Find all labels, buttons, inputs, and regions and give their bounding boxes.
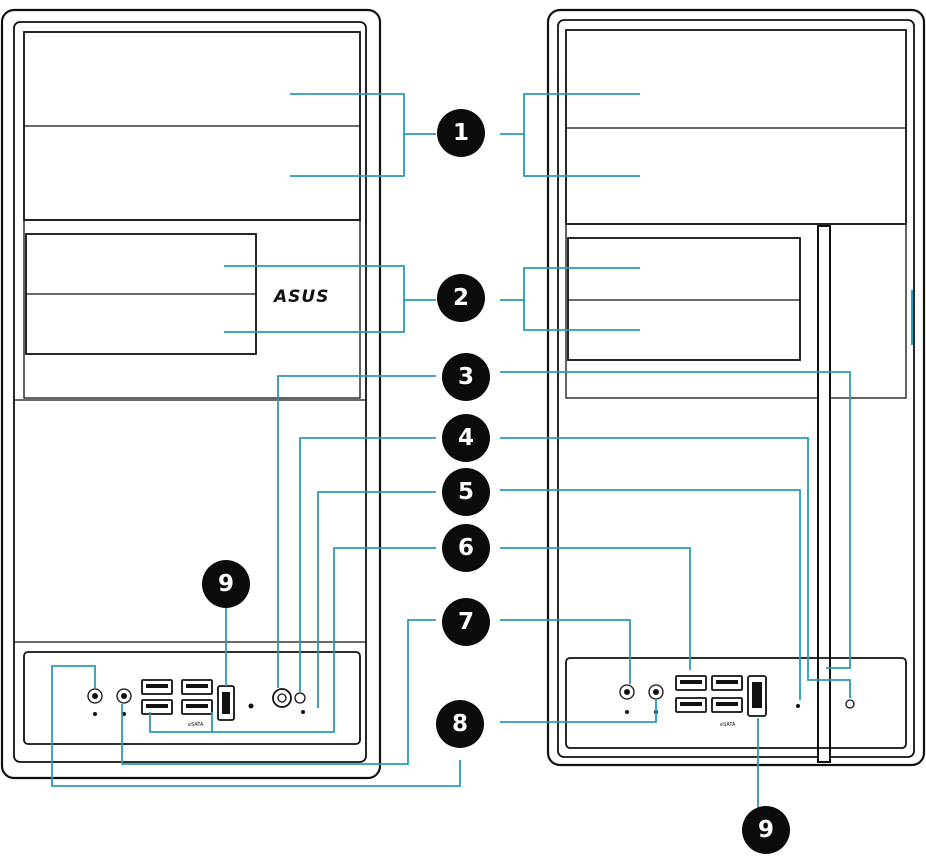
asus-logo: ASUS	[272, 287, 329, 307]
svg-text:1: 1	[453, 120, 469, 146]
reset-button-front	[294, 692, 306, 704]
svg-text:3: 3	[458, 364, 474, 390]
svg-text:9: 9	[758, 817, 774, 843]
badge-9-side: 9	[742, 806, 790, 854]
svg-text:4: 4	[458, 425, 474, 451]
badge-8: 8	[436, 700, 484, 748]
power-button-side	[845, 699, 855, 709]
badge-1: 1	[437, 109, 485, 157]
svg-text:5: 5	[458, 479, 474, 505]
svg-text:2: 2	[453, 285, 469, 311]
svg-text:8: 8	[452, 711, 468, 737]
hdd-led-front	[301, 710, 305, 714]
microphone-jack-side	[619, 684, 635, 714]
badge-2: 2	[437, 274, 485, 322]
svg-text:7: 7	[458, 609, 474, 635]
microphone-jack	[87, 688, 103, 716]
left-case: ASUS eSATA	[0, 8, 382, 780]
callout-lines	[51, 93, 851, 808]
badge-4: 4	[442, 414, 490, 462]
badge-5: 5	[442, 468, 490, 516]
headphone-jack-side	[648, 684, 664, 714]
power-button-front	[272, 688, 292, 708]
badge-7: 7	[442, 598, 490, 646]
usb-ports-front: eSATA	[141, 679, 213, 728]
badge-9-front: 9	[202, 560, 250, 608]
right-case: eSATA	[546, 8, 926, 767]
usb-tag-front: eSATA	[188, 722, 204, 728]
hdd-led-side	[796, 704, 800, 708]
badge-3: 3	[442, 353, 490, 401]
usb-ports-side: eSATA	[675, 675, 743, 728]
power-led-front	[248, 703, 254, 709]
usb-tag-side: eSATA	[720, 722, 736, 728]
badge-6: 6	[442, 524, 490, 572]
esata-port-side	[747, 675, 767, 717]
headphone-jack	[116, 688, 132, 716]
callout-badges: 1 2 3 4 5 6 7 8	[202, 109, 790, 854]
svg-text:9: 9	[218, 571, 234, 597]
svg-text:6: 6	[458, 535, 474, 561]
